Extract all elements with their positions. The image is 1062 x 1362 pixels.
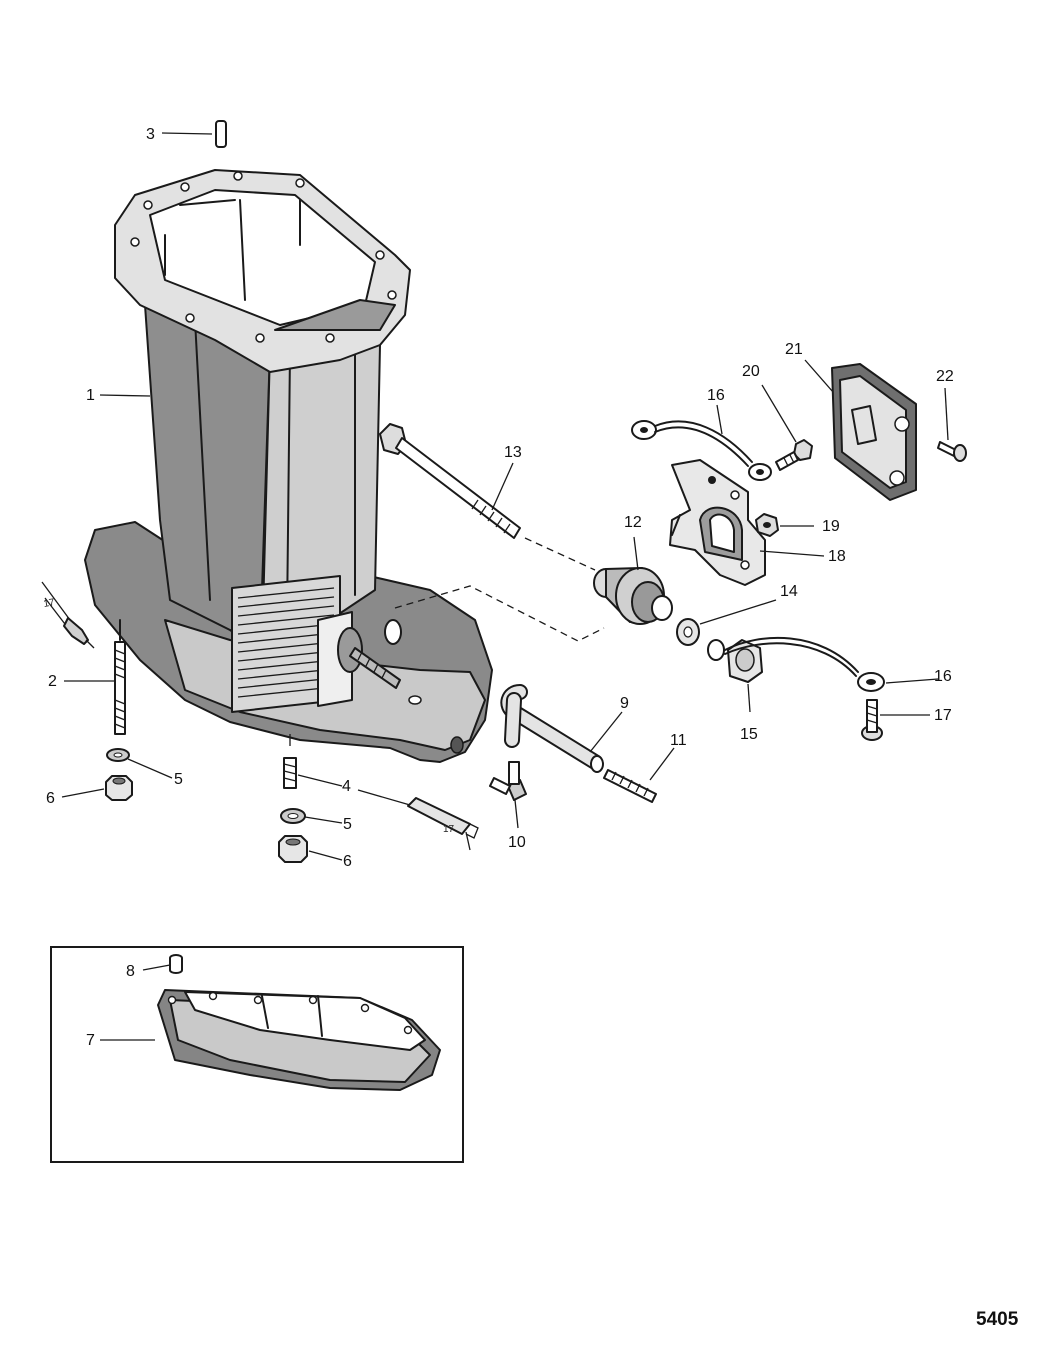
dowel-pin-8 — [169, 954, 183, 974]
callout-9: 9 — [620, 695, 629, 712]
callout-16-lower: 16 — [934, 668, 952, 685]
callout-8: 8 — [126, 963, 135, 980]
washer-5-left — [106, 748, 130, 762]
callout-2: 2 — [48, 673, 57, 690]
callout-10: 10 — [508, 834, 526, 851]
figure-number: 5405 — [976, 1309, 1019, 1330]
callout-6-center: 6 — [343, 853, 352, 870]
ground-strap-16-upper — [631, 420, 772, 481]
mount-12 — [593, 567, 673, 625]
hose-fitting-11 — [603, 769, 657, 803]
callout-17-right: 17 — [934, 707, 952, 724]
leader-lines — [61, 132, 949, 1041]
washer-5-center — [280, 808, 306, 824]
sealant-tube-17-center — [407, 797, 479, 851]
fitting-10 — [489, 761, 527, 801]
washer-14 — [676, 618, 700, 646]
callout-labels: 1 2 3 4 5 5 6 6 7 8 9 10 11 12 13 14 15 … — [43, 126, 1019, 1330]
callout-21: 21 — [785, 341, 803, 358]
cover-plate-21 — [831, 363, 917, 501]
driveshaft-housing — [84, 169, 493, 763]
callout-13: 13 — [504, 444, 522, 461]
callout-5-left: 5 — [174, 771, 183, 788]
callout-12: 12 — [624, 514, 642, 531]
bolt-13 — [379, 423, 596, 571]
assembly-guide-12 — [394, 585, 605, 642]
callout-19: 19 — [822, 518, 840, 535]
nut-19 — [755, 513, 779, 537]
callout-4: 4 — [342, 778, 351, 795]
stud-2 — [114, 619, 126, 735]
callout-22: 22 — [936, 368, 954, 385]
callout-7: 7 — [86, 1032, 95, 1049]
callout-5-center: 5 — [343, 816, 352, 833]
screw-17-right — [861, 699, 883, 741]
callout-17-tube-left: 17 — [43, 597, 56, 610]
callout-17-tube-center: 17 — [443, 824, 455, 835]
callout-20: 20 — [742, 363, 760, 380]
bolt-20 — [775, 439, 813, 471]
nut-6-center — [278, 835, 308, 863]
lower-cowl-7 — [157, 989, 441, 1091]
callout-14: 14 — [780, 583, 798, 600]
callout-18: 18 — [828, 548, 846, 565]
callout-1: 1 — [86, 387, 95, 404]
callout-11: 11 — [670, 732, 687, 749]
callout-6-left: 6 — [46, 790, 55, 807]
callout-3: 3 — [146, 126, 155, 143]
dowel-pin-3 — [215, 120, 227, 148]
sealant-tube-17-left — [41, 581, 95, 649]
clamp-bracket-18 — [669, 459, 766, 586]
water-tube-9 — [500, 684, 604, 773]
stud-4 — [283, 734, 297, 789]
ground-strap-16-lower — [724, 636, 885, 692]
callout-16-upper: 16 — [707, 387, 725, 404]
screw-22 — [937, 441, 967, 462]
nut-6-left — [105, 775, 133, 801]
callout-15: 15 — [740, 726, 758, 743]
